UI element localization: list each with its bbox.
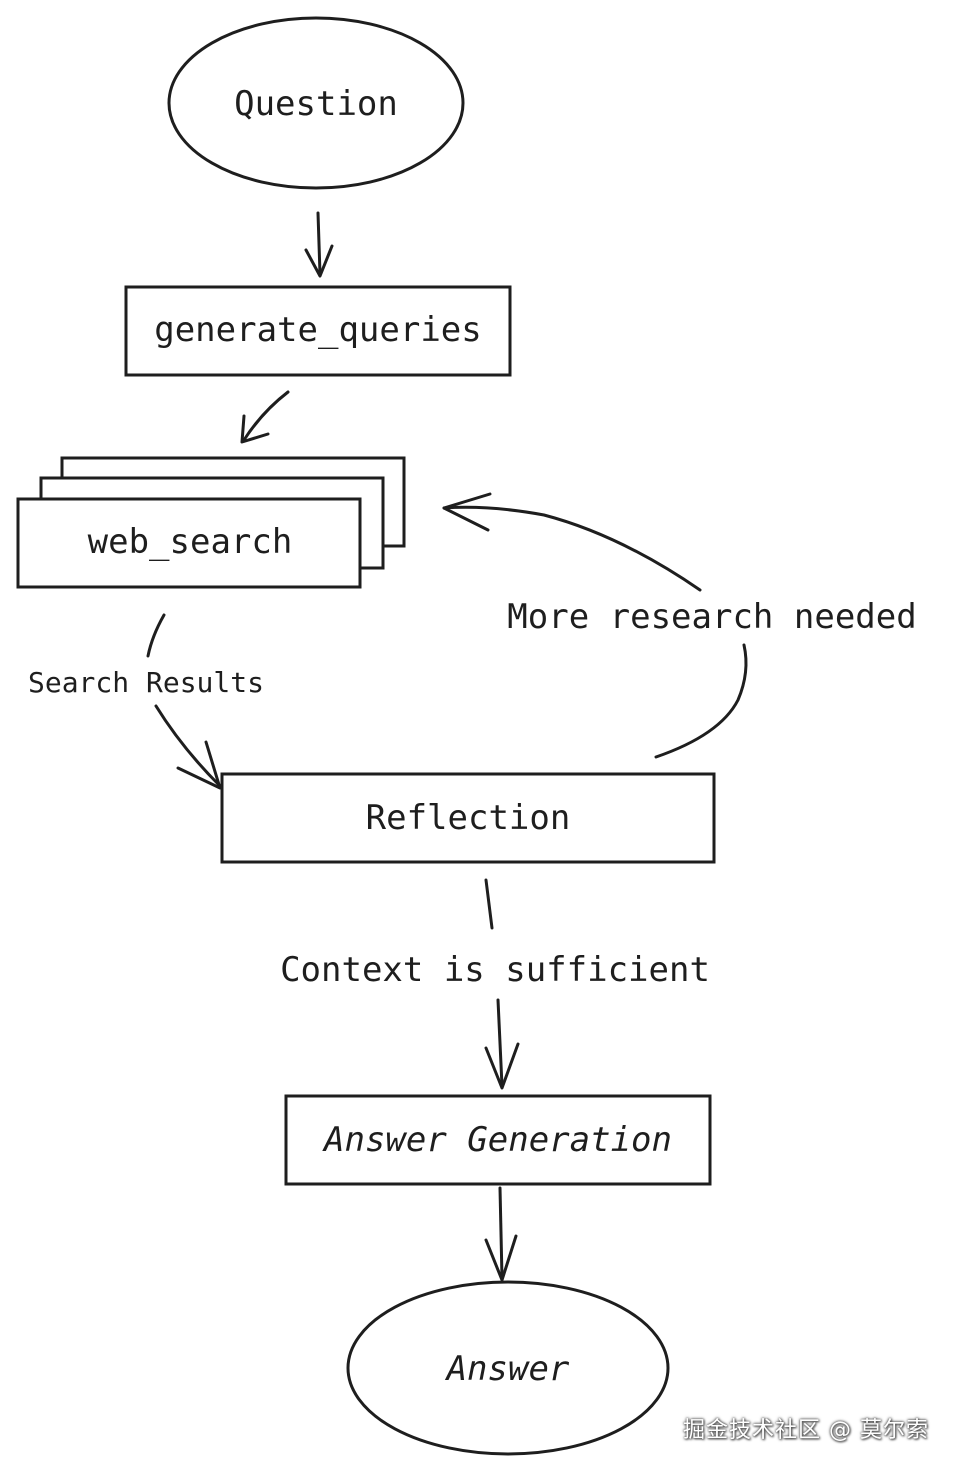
generate-queries-node: generate_queries [124,285,512,377]
web-search-node: web_search [16,456,406,589]
arrow-question-to-generate [304,211,334,278]
answer-node: Answer [346,1280,670,1456]
reflection-label: Reflection [366,798,571,838]
search-results-label: Search Results [28,666,264,699]
context-sufficient-label: Context is sufficient [280,950,710,990]
question-node: Question [167,16,465,190]
arrow-generate-to-websearch [240,390,290,444]
question-label: Question [234,84,398,124]
watermark: 掘金技术社区 @ 莫尔索 [683,1418,929,1443]
arrow-reflection-to-answer-generation [484,878,520,1090]
generate-queries-label: generate_queries [154,310,482,350]
answer-generation-label: Answer Generation [322,1120,672,1160]
reflection-node: Reflection [220,772,716,864]
arrow-generation-to-answer [484,1186,518,1282]
arrow-websearch-to-reflection [146,613,222,790]
answer-generation-node: Answer Generation [284,1094,712,1186]
arrow-reflection-loop [442,492,748,759]
web-search-label: web_search [88,522,293,562]
answer-label: Answer [445,1349,570,1389]
more-research-label: More research needed [507,597,916,637]
